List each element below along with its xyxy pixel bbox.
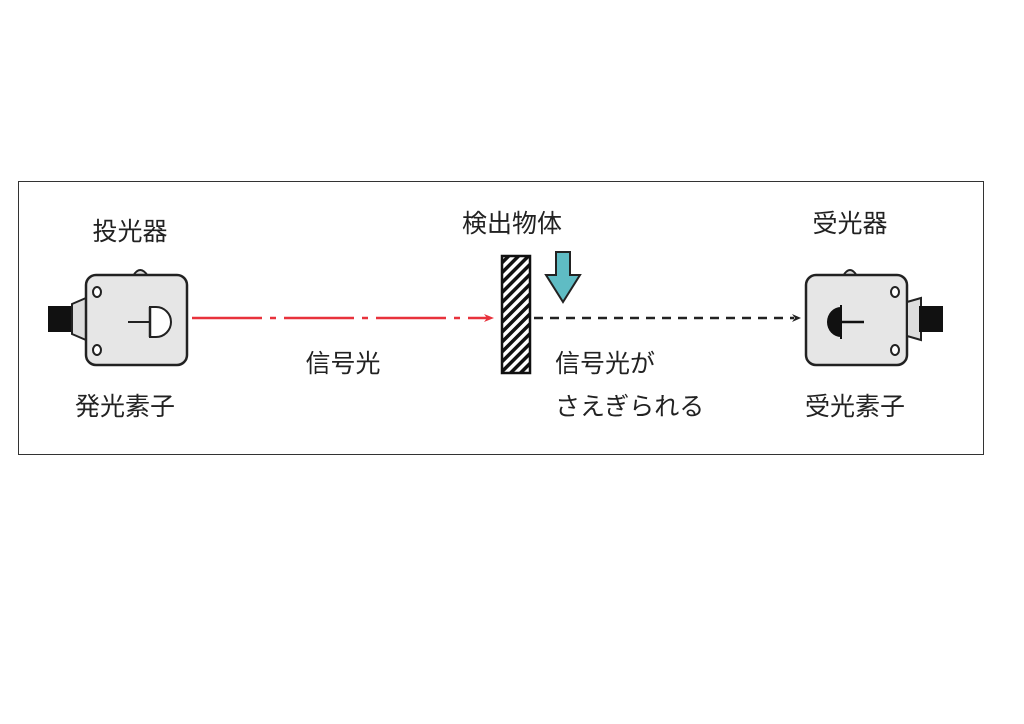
light-receiving-element-icon: [827, 305, 864, 339]
emitter-label: 投光器: [92, 217, 167, 246]
detected-object: [500, 254, 532, 375]
signal-light-label: 信号光: [305, 349, 380, 378]
blocked-arrowhead-icon: [792, 314, 801, 322]
emitting-element-label: 発光素子: [75, 392, 175, 421]
beam-arrowhead-icon: [484, 314, 494, 322]
emitter-cable: [48, 306, 74, 332]
receiver-sensor: [804, 269, 943, 367]
blocked-label-line2: さえぎられる: [555, 392, 704, 421]
detected-object-label: 検出物体: [462, 209, 562, 238]
receiver-label: 受光器: [812, 209, 887, 238]
light-emitting-element-icon: [128, 306, 172, 338]
down-arrow-icon: [544, 251, 582, 304]
blocked-label-line1: 信号光が: [555, 349, 655, 378]
receiver-cable: [919, 306, 943, 332]
emitter-sensor: [48, 269, 189, 367]
receiving-element-label: 受光素子: [805, 392, 905, 421]
emitter-body: [84, 273, 189, 367]
